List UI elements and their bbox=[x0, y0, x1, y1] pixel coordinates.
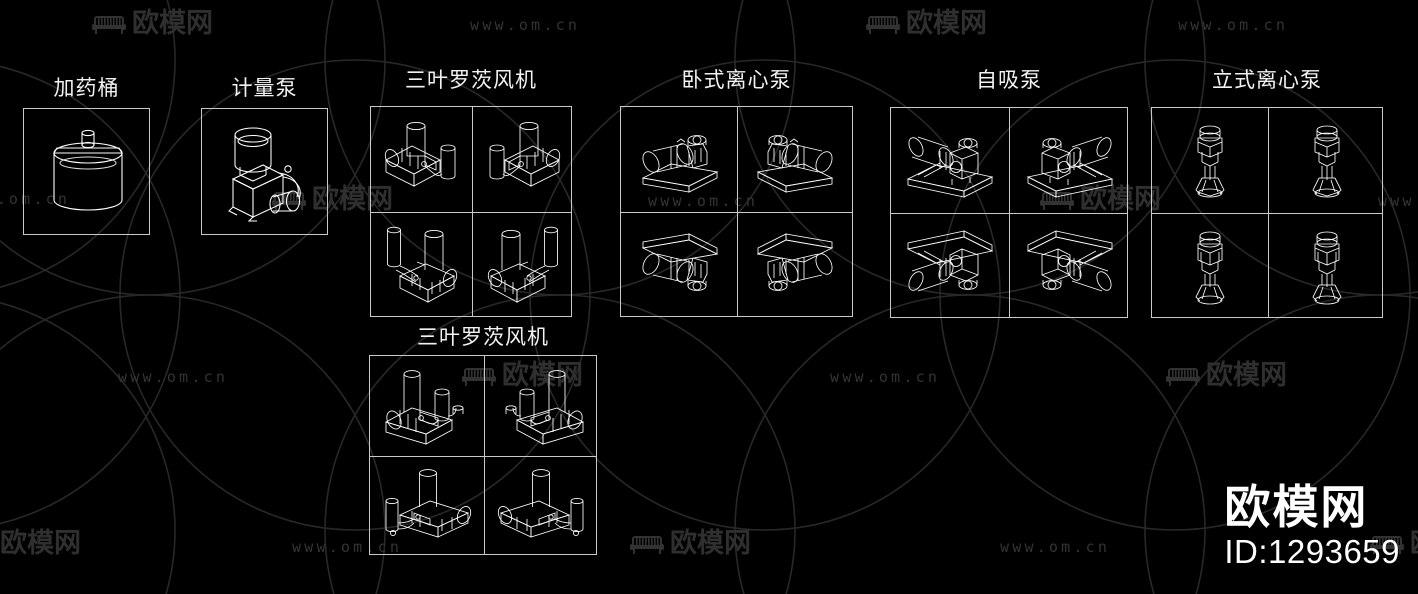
cad-cell-roots-blower-b-4[interactable] bbox=[485, 457, 598, 556]
group-label-metering-pump: 计量泵 bbox=[231, 76, 298, 100]
brand-name: 欧模网 bbox=[1224, 480, 1369, 535]
watermark-logo-text: 欧模网 bbox=[670, 528, 751, 559]
watermark-url: www.om.cn bbox=[830, 368, 940, 386]
watermark-url: www.om.cn bbox=[1000, 538, 1110, 556]
group-label-self-priming-pump: 自吸泵 bbox=[976, 68, 1042, 92]
cad-cell-roots-blower-a-1[interactable] bbox=[371, 107, 472, 212]
group-label-vertical-pump: 立式离心泵 bbox=[1212, 68, 1322, 92]
group-label-dosing-tank: 加药桶 bbox=[53, 76, 120, 100]
watermark-url: www.om.cn bbox=[1178, 16, 1288, 34]
watermark-logo-text: 欧模网 bbox=[906, 8, 987, 39]
cad-cell-metering-pump-1[interactable] bbox=[202, 109, 329, 236]
sofa-logo-icon bbox=[92, 15, 126, 34]
cad-cell-self-priming-pump-2[interactable] bbox=[1010, 108, 1129, 213]
group-label-roots-blower-a: 三叶罗茨风机 bbox=[405, 68, 537, 92]
watermark-url: www.om.cn bbox=[470, 16, 580, 34]
cad-cell-horizontal-pump-2[interactable] bbox=[738, 107, 854, 212]
cad-cell-roots-blower-b-3[interactable] bbox=[370, 457, 484, 556]
panel-metering-pump[interactable] bbox=[201, 108, 328, 235]
cad-cell-horizontal-pump-4[interactable] bbox=[738, 213, 854, 318]
watermark-url: www.om.cn bbox=[118, 368, 228, 386]
cad-cell-horizontal-pump-1[interactable] bbox=[621, 107, 737, 212]
watermark-logo: 欧模网 bbox=[0, 530, 81, 557]
watermark-logo: 欧模网 bbox=[866, 10, 987, 37]
cad-cell-vertical-pump-1[interactable] bbox=[1152, 108, 1268, 213]
sofa-logo-icon bbox=[866, 15, 900, 34]
brand-id: ID:1293659 bbox=[1224, 532, 1400, 570]
cad-cell-dosing-tank-1[interactable] bbox=[24, 109, 151, 236]
cad-cell-roots-blower-a-3[interactable] bbox=[371, 213, 472, 318]
panel-dosing-tank[interactable] bbox=[23, 108, 150, 235]
panel-vertical-pump[interactable] bbox=[1151, 107, 1383, 318]
watermark-url: www.om.cn bbox=[1378, 192, 1418, 210]
panel-roots-blower-a[interactable] bbox=[370, 106, 572, 317]
cad-cell-vertical-pump-2[interactable] bbox=[1269, 108, 1384, 213]
group-label-roots-blower-b: 三叶罗茨风机 bbox=[417, 325, 549, 349]
brand-block: 欧模网 ID:1293659 bbox=[1224, 483, 1400, 570]
sofa-logo-icon bbox=[630, 535, 664, 554]
watermark-url-text: www.om.cn bbox=[1378, 192, 1418, 210]
watermark-url-text: www.om.cn bbox=[1000, 538, 1111, 556]
watermark-logo-text: 欧模网 bbox=[132, 8, 213, 39]
watermark-logo-text: 欧模网 bbox=[1410, 530, 1418, 557]
cad-cell-roots-blower-b-1[interactable] bbox=[370, 356, 484, 456]
cad-cell-vertical-pump-4[interactable] bbox=[1269, 214, 1384, 319]
watermark-url-text: www.om.cn bbox=[470, 16, 581, 34]
cad-cell-vertical-pump-3[interactable] bbox=[1152, 214, 1268, 319]
watermark-logo-text: 欧模网 bbox=[1206, 360, 1287, 391]
group-label-horizontal-pump: 卧式离心泵 bbox=[681, 68, 792, 92]
panel-self-priming-pump[interactable] bbox=[890, 107, 1128, 318]
sofa-logo-icon bbox=[1166, 367, 1200, 386]
cad-cell-roots-blower-a-4[interactable] bbox=[473, 213, 573, 318]
watermark-url-text: www.om.cn bbox=[1178, 16, 1289, 34]
watermark-url-text: www.om.cn bbox=[830, 368, 941, 386]
cad-cell-roots-blower-a-2[interactable] bbox=[473, 107, 573, 212]
panel-horizontal-pump[interactable] bbox=[620, 106, 853, 317]
watermark-logo-text: 欧模网 bbox=[0, 528, 81, 559]
panel-roots-blower-b[interactable] bbox=[369, 355, 597, 555]
cad-cell-self-priming-pump-4[interactable] bbox=[1010, 214, 1129, 319]
cad-cell-roots-blower-b-2[interactable] bbox=[485, 356, 598, 456]
cad-cell-horizontal-pump-3[interactable] bbox=[621, 213, 737, 318]
watermark-logo: 欧模网 bbox=[1166, 362, 1287, 389]
watermark-url-text: www.om.cn bbox=[118, 368, 229, 386]
cad-cell-self-priming-pump-3[interactable] bbox=[891, 214, 1009, 319]
watermark-logo: 欧模网 bbox=[630, 530, 751, 557]
cad-cell-self-priming-pump-1[interactable] bbox=[891, 108, 1009, 213]
watermark-logo: 欧模网 bbox=[92, 10, 213, 37]
